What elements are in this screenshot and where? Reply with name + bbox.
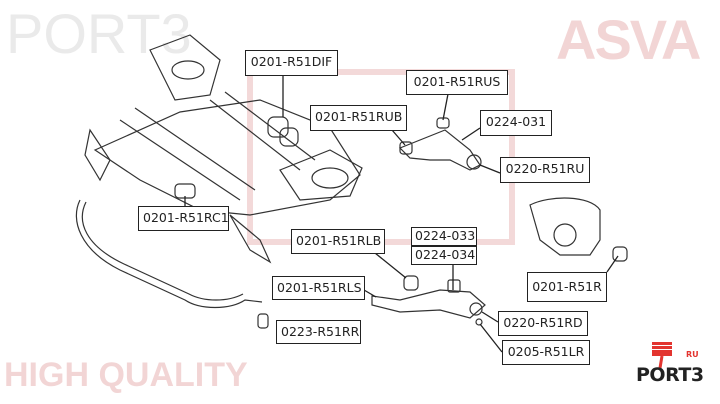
label-0201-r51rus: 0201-R51RUS <box>406 70 508 95</box>
logo-text: PORT3 <box>636 364 704 386</box>
label-0201-r51rls: 0201-R51RLS <box>272 276 365 300</box>
logo-suffix: RU <box>686 350 699 359</box>
stabilizer-bar-drawing <box>75 199 269 329</box>
label-0201-r51rub: 0201-R51RUB <box>310 105 407 131</box>
label-0205-r51lr: 0205-R51LR <box>502 340 590 365</box>
label-0201-r51rc1: 0201-R51RC1 <box>138 206 229 231</box>
port3-logo: RU PORT3 <box>636 340 708 390</box>
trailing-arm-drawing <box>529 197 628 262</box>
leader-rub <box>391 129 406 146</box>
leader-031 <box>461 127 481 141</box>
upper-arm-drawing <box>398 117 482 171</box>
leader-ru <box>479 164 501 174</box>
leader-lr <box>479 323 503 353</box>
leader-rlb <box>374 252 407 279</box>
watermark-frame <box>247 69 515 245</box>
watermark-tagline: HIGH QUALITY <box>4 356 248 394</box>
label-0224-031: 0224-031 <box>480 110 552 136</box>
label-0224-033: 0224-033 <box>411 227 477 246</box>
leader-lines <box>184 76 619 353</box>
label-0224-034: 0224-034 <box>411 246 477 265</box>
leader-rus <box>442 93 449 121</box>
label-0223-r51rr: 0223-R51RR <box>276 320 361 344</box>
watermark-site: PORT3 <box>6 2 192 65</box>
label-0201-r51rlb: 0201-R51RLB <box>291 229 385 254</box>
label-0220-r51ru: 0220-R51RU <box>500 157 590 183</box>
piston-icon <box>652 342 672 369</box>
subframe-drawing <box>84 34 363 264</box>
label-0220-r51rd: 0220-R51RD <box>498 311 588 336</box>
leader-rd <box>481 311 499 323</box>
leader-r <box>606 255 619 273</box>
lower-arm-drawing <box>371 275 486 326</box>
label-0201-r51r: 0201-R51R <box>527 272 607 302</box>
leader-rls <box>363 289 377 298</box>
label-0201-r51dif: 0201-R51DIF <box>245 50 338 76</box>
watermark-brand: ASVA <box>556 8 701 71</box>
